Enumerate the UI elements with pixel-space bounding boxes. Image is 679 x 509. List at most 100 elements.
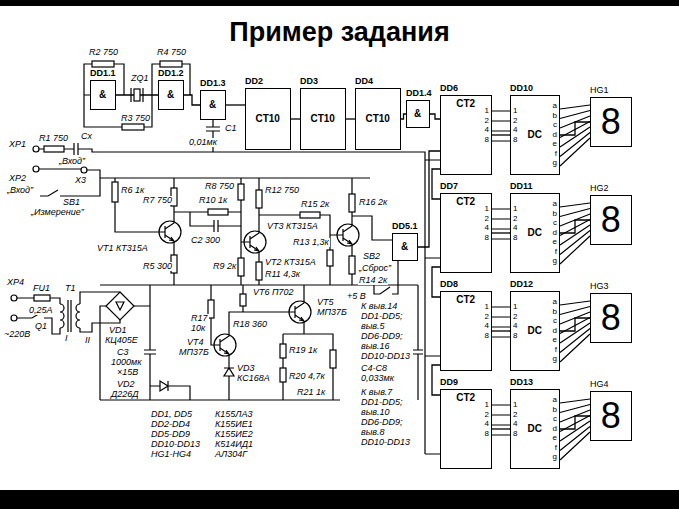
pin-label: 8 xyxy=(485,430,489,438)
chip-function: DC xyxy=(527,130,541,140)
component-label: C4-C8 xyxy=(360,364,388,373)
pin-label: g xyxy=(553,159,557,167)
resistor-symbol xyxy=(300,212,320,218)
chip-designator: DD2 xyxy=(245,77,263,86)
wire-connector xyxy=(492,428,510,429)
component-label: R19 1к xyxy=(288,346,318,355)
resistor-symbol xyxy=(280,368,286,382)
chip-designator: HG4 xyxy=(590,380,609,389)
pin-label: 1 xyxy=(513,303,517,311)
component-label: R11 4,3к xyxy=(264,270,301,279)
resistor-symbol xyxy=(44,146,64,152)
resistor-symbol xyxy=(256,190,262,208)
wire-connector xyxy=(418,151,440,247)
component-label: DD1-DD5; xyxy=(360,312,404,321)
component-label: К155ИЕ1 xyxy=(214,420,254,429)
pin-label: b xyxy=(553,210,557,218)
component-label: R6 1к xyxy=(120,186,145,195)
chip-designator: DD9 xyxy=(440,378,458,387)
component-label: К выв.14 xyxy=(360,302,398,311)
resistor-symbol xyxy=(160,61,182,67)
resistor-symbol xyxy=(238,184,244,200)
component-label: ×15В xyxy=(116,368,139,377)
transistor-symbol xyxy=(288,298,311,326)
component-label: выв.8 xyxy=(360,428,386,437)
decoder-chip: DD10DC1248abcdefg xyxy=(510,95,560,175)
pin-label: 1 xyxy=(485,401,489,409)
transistor-symbol xyxy=(213,331,236,359)
resistor-symbol xyxy=(349,256,355,274)
resistor-symbol xyxy=(92,61,114,67)
pin-label: b xyxy=(553,308,557,316)
binary-counter: DD8CT21248 xyxy=(440,291,492,371)
component-label: VT2 КТ315А xyxy=(264,258,317,267)
nand-gate: DD1.2& xyxy=(158,80,184,110)
pin-label: 2 xyxy=(485,117,489,125)
chip-designator: DD4 xyxy=(355,77,373,86)
component-label: C3 xyxy=(116,348,130,357)
component-label: КЦ405Е xyxy=(104,336,139,345)
component-label: „Вход” xyxy=(58,157,86,166)
pin-label: 8 xyxy=(513,332,517,340)
chip-function: CT10 xyxy=(310,114,334,124)
chip-designator: DD6 xyxy=(440,84,458,93)
component-label: R7 750 xyxy=(142,196,173,205)
pin-label: d xyxy=(553,327,557,335)
binary-counter: DD6CT21248 xyxy=(440,95,492,175)
pin-label: 1 xyxy=(513,205,517,213)
component-label: МП37Б xyxy=(316,308,348,317)
pin-label: 8 xyxy=(513,136,517,144)
pin-label: g xyxy=(553,355,557,363)
component-label: DD6-DD9; xyxy=(360,332,404,341)
resistor-symbol xyxy=(330,350,336,368)
component-label: Cx xyxy=(80,132,93,141)
crystal-symbol xyxy=(134,89,140,101)
chip-designator: DD12 xyxy=(510,280,533,289)
wire-connector xyxy=(432,169,440,199)
component-label: К155ИЕ2 xyxy=(214,430,254,439)
component-label: R13 1,3к xyxy=(292,238,330,247)
wire-connector xyxy=(492,134,510,135)
component-label: C1 xyxy=(224,124,238,133)
component-label: DD10-DD13 xyxy=(150,440,201,449)
plug-symbol xyxy=(11,295,17,301)
component-label: К155ЛА3 xyxy=(214,410,254,419)
wire xyxy=(100,285,340,400)
component-label: R15 2к xyxy=(300,200,330,209)
chip-designator: DD10 xyxy=(510,84,533,93)
resistor-symbol xyxy=(122,124,144,130)
component-label: +5 В xyxy=(346,292,367,301)
page-title: Пример задания xyxy=(0,18,679,48)
component-label: SB2 xyxy=(362,252,381,261)
resistor-symbol xyxy=(280,344,286,358)
component-label: R8 750 xyxy=(204,182,235,191)
pin-label: 2 xyxy=(513,117,517,125)
component-label: „Измерение” xyxy=(30,208,85,217)
zener-symbol xyxy=(224,359,234,400)
transistor-symbol xyxy=(158,218,181,246)
component-label: 0,033мк xyxy=(360,374,395,383)
pin-label: d xyxy=(553,131,557,139)
component-label: R1 750 xyxy=(38,134,69,143)
chip-function: DC xyxy=(527,424,541,434)
transistor-symbol xyxy=(243,228,266,256)
component-label: 0,01мк xyxy=(188,138,218,147)
component-label: DD6-DD9; xyxy=(360,418,404,427)
chip-function: CT10 xyxy=(365,114,389,124)
component-label: VT4 xyxy=(186,338,205,347)
component-label: 10к xyxy=(190,324,206,333)
wire xyxy=(84,64,190,127)
component-label: МП37Б xyxy=(178,348,210,357)
resistor-symbol xyxy=(349,194,355,212)
chip-designator: DD1.4 xyxy=(406,89,432,98)
fuse-symbol xyxy=(34,295,50,301)
component-label: „Вход” xyxy=(6,186,34,195)
nand-gate: DD1.4& xyxy=(406,100,430,128)
pin-label: c xyxy=(553,219,557,227)
component-label: SB1 xyxy=(62,198,81,207)
pin-label: e xyxy=(553,336,557,344)
display-digit: 8 xyxy=(601,104,621,140)
component-label: 1000мк xyxy=(110,358,142,367)
binary-counter: DD9CT21248 xyxy=(440,389,492,469)
chip-function: & xyxy=(167,90,174,100)
